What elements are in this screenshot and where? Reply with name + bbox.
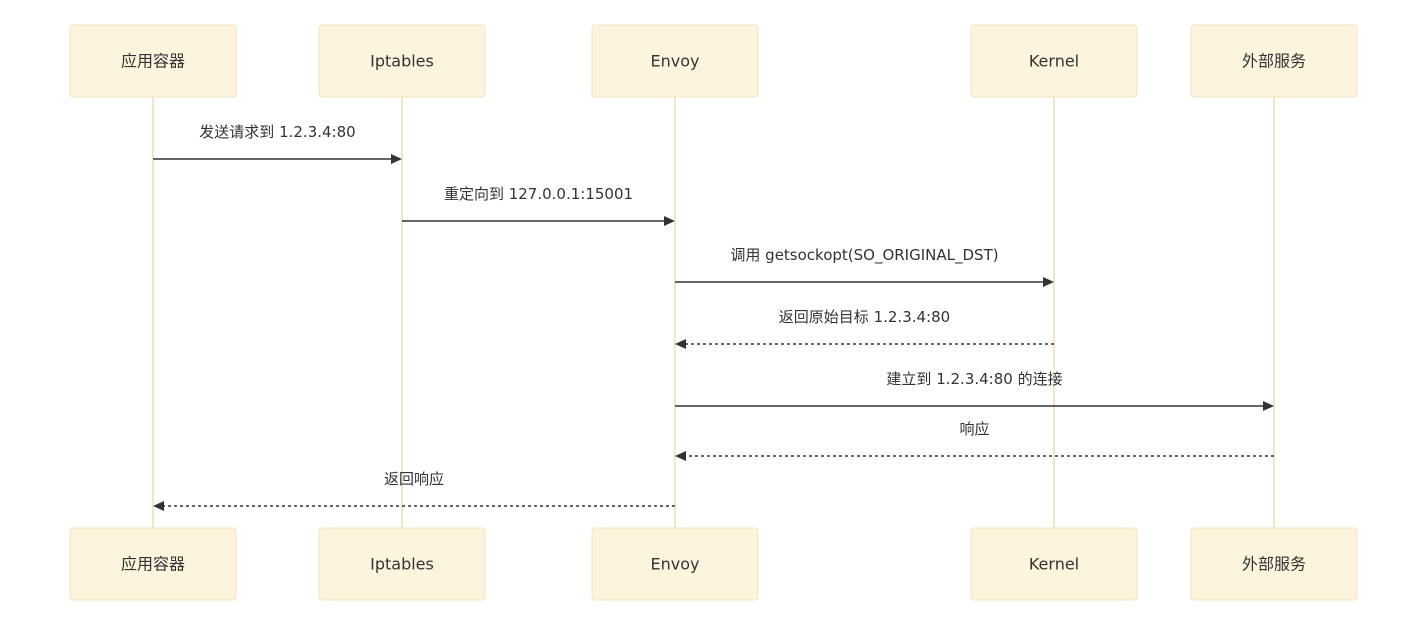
arrowhead xyxy=(1263,401,1274,411)
participant-box xyxy=(970,527,1138,601)
message-7: 返回响应 xyxy=(153,470,675,511)
participant-envoy-top: Envoy xyxy=(591,24,759,98)
message-2: 重定向到 127.0.0.1:15001 xyxy=(402,185,675,226)
arrowhead xyxy=(1043,277,1054,287)
participants-top: 应用容器 Iptables Envoy Kernel 外部服务 xyxy=(69,24,1358,98)
participant-box xyxy=(69,24,237,98)
participant-box xyxy=(69,527,237,601)
participant-app-bottom: 应用容器 xyxy=(69,527,237,601)
participant-iptables-bottom: Iptables xyxy=(318,527,486,601)
participant-box xyxy=(970,24,1138,98)
participant-kernel-bottom: Kernel xyxy=(970,527,1138,601)
participant-label: 外部服务 xyxy=(1242,52,1306,71)
participant-label: Iptables xyxy=(370,52,434,71)
arrowhead xyxy=(675,339,686,349)
message-label: 调用 getsockopt(SO_ORIGINAL_DST) xyxy=(730,246,998,265)
participant-label: Envoy xyxy=(651,52,700,71)
participants-bottom: 应用容器 Iptables Envoy Kernel 外部服务 xyxy=(69,527,1358,601)
message-label: 返回响应 xyxy=(384,470,444,488)
participant-label: 应用容器 xyxy=(121,555,185,574)
participant-label: 应用容器 xyxy=(121,52,185,71)
participant-box xyxy=(318,527,486,601)
arrowhead xyxy=(391,154,402,164)
participant-box xyxy=(591,527,759,601)
lifelines xyxy=(152,97,1275,528)
message-6: 响应 xyxy=(675,420,1274,461)
participant-app-top: 应用容器 xyxy=(69,24,237,98)
arrowhead xyxy=(664,216,675,226)
messages: 发送请求到 1.2.3.4:80 重定向到 127.0.0.1:15001 调用 g… xyxy=(153,123,1274,511)
message-3: 调用 getsockopt(SO_ORIGINAL_DST) xyxy=(675,246,1054,287)
participant-label: Iptables xyxy=(370,555,434,574)
arrowhead xyxy=(675,451,686,461)
participant-box xyxy=(1190,24,1358,98)
participant-box xyxy=(591,24,759,98)
participant-label: Envoy xyxy=(651,555,700,574)
participant-external-bottom: 外部服务 xyxy=(1190,527,1358,601)
participant-box xyxy=(1190,527,1358,601)
message-label: 响应 xyxy=(959,420,989,438)
participant-label: Kernel xyxy=(1029,555,1079,574)
message-4: 返回原始目标 1.2.3.4:80 xyxy=(675,308,1054,349)
message-label: 建立到 1.2.3.4:80 的连接 xyxy=(886,370,1062,388)
participant-box xyxy=(318,24,486,98)
participant-envoy-bottom: Envoy xyxy=(591,527,759,601)
participant-external-top: 外部服务 xyxy=(1190,24,1358,98)
message-5: 建立到 1.2.3.4:80 的连接 xyxy=(675,370,1274,411)
message-label: 重定向到 127.0.0.1:15001 xyxy=(444,185,633,203)
message-1: 发送请求到 1.2.3.4:80 xyxy=(153,123,402,164)
message-label: 发送请求到 1.2.3.4:80 xyxy=(199,123,355,141)
participant-iptables-top: Iptables xyxy=(318,24,486,98)
participant-label: Kernel xyxy=(1029,52,1079,71)
participant-kernel-top: Kernel xyxy=(970,24,1138,98)
message-label: 返回原始目标 1.2.3.4:80 xyxy=(779,308,950,326)
participant-label: 外部服务 xyxy=(1242,555,1306,574)
arrowhead xyxy=(153,501,164,511)
